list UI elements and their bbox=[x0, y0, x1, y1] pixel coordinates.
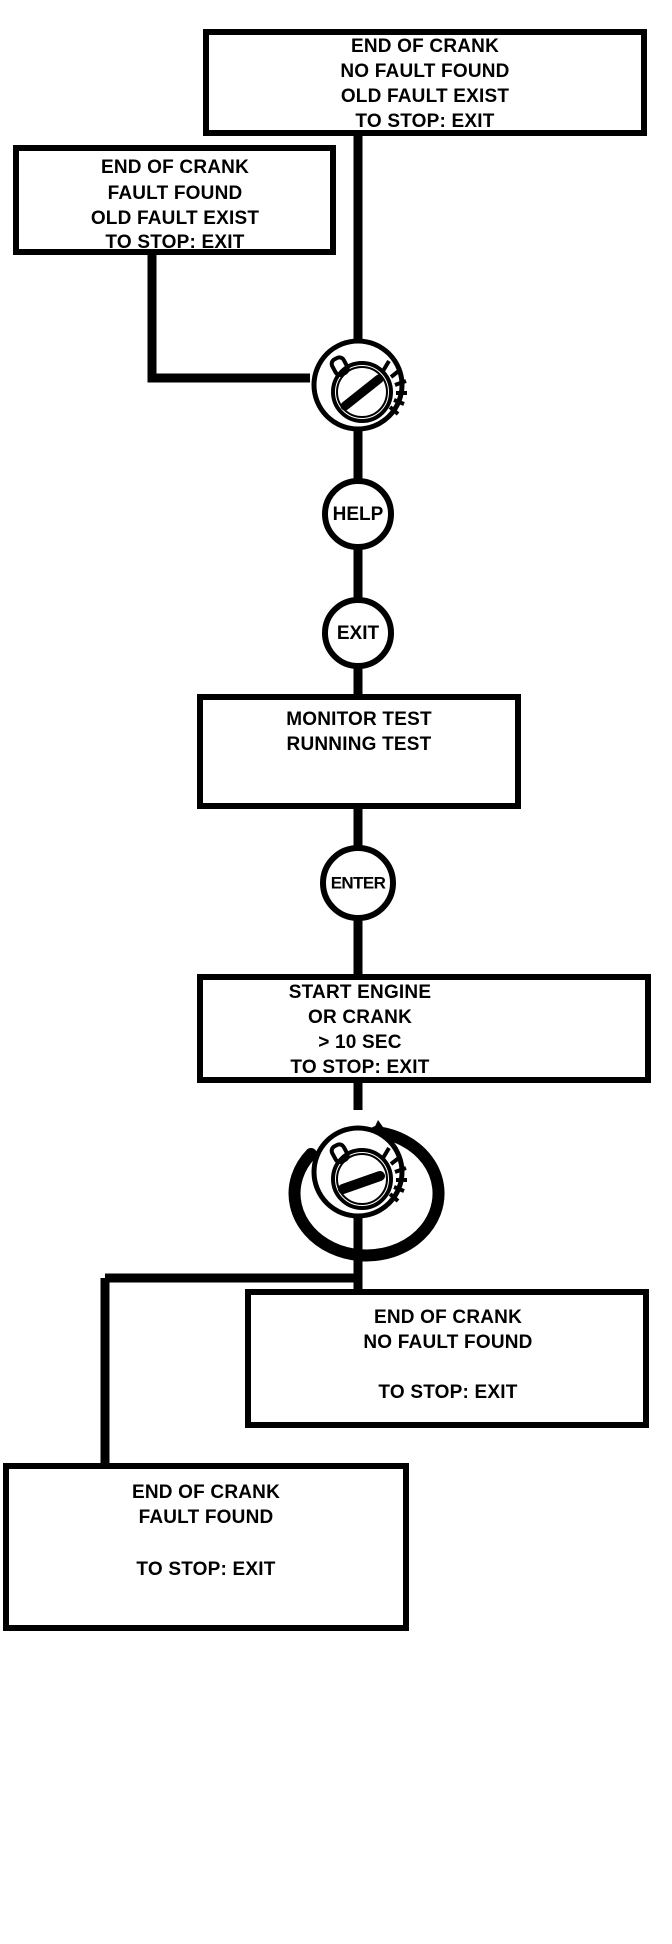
box4-line-3: > 10 SEC bbox=[318, 1032, 402, 1053]
help-key-circle bbox=[322, 478, 394, 550]
exit-key-circle bbox=[322, 597, 394, 669]
box1-line-1: END OF CRANK bbox=[351, 36, 499, 57]
box2-line-1: END OF CRANK bbox=[101, 157, 249, 178]
node-end-crank-fault[interactable]: END OF CRANK FAULT FOUND TO STOP: EXIT bbox=[3, 1463, 409, 1631]
enter-key-label: ENTER bbox=[331, 873, 386, 892]
ignition-switch-turn-clockwise-icon[interactable] bbox=[288, 1120, 445, 1262]
node-end-crank-fault-old-fault[interactable]: END OF CRANK FAULT FOUND OLD FAULT EXIST… bbox=[13, 145, 336, 255]
box1-line-2: NO FAULT FOUND bbox=[340, 61, 509, 82]
box2-line-4: TO STOP: EXIT bbox=[105, 232, 244, 253]
box4-line-4: TO STOP: EXIT bbox=[290, 1057, 429, 1078]
message-box-frame bbox=[197, 974, 651, 1083]
box3-line-1: MONITOR TEST bbox=[286, 709, 432, 730]
box2-line-3: OLD FAULT EXIST bbox=[91, 208, 260, 229]
enter-key-circle bbox=[320, 845, 396, 921]
message-box-frame bbox=[245, 1289, 649, 1428]
box6-line-2: FAULT FOUND bbox=[139, 1507, 274, 1528]
exit-key-label: EXIT bbox=[337, 623, 380, 644]
message-box-frame bbox=[203, 29, 647, 136]
connector-faultbox-to-switch bbox=[147, 252, 310, 383]
box5-line-3: TO STOP: EXIT bbox=[378, 1382, 517, 1403]
key-button-help[interactable]: HELP bbox=[322, 478, 394, 550]
message-box-frame bbox=[3, 1463, 409, 1631]
box4-line-2: OR CRANK bbox=[308, 1007, 412, 1028]
box5-line-1: END OF CRANK bbox=[374, 1307, 522, 1328]
node-monitor-test[interactable]: MONITOR TEST RUNNING TEST bbox=[197, 694, 521, 809]
node-end-crank-no-fault[interactable]: END OF CRANK NO FAULT FOUND TO STOP: EXI… bbox=[245, 1289, 649, 1428]
node-start-engine[interactable]: START ENGINE OR CRANK > 10 SEC TO STOP: … bbox=[197, 974, 651, 1083]
box4-line-1: START ENGINE bbox=[289, 982, 431, 1003]
box3-line-2: RUNNING TEST bbox=[287, 734, 432, 755]
message-box-frame bbox=[13, 145, 336, 255]
help-key-label: HELP bbox=[333, 504, 384, 525]
box2-line-2: FAULT FOUND bbox=[108, 183, 243, 204]
ignition-switch-icon[interactable] bbox=[311, 338, 407, 432]
box6-line-1: END OF CRANK bbox=[132, 1482, 280, 1503]
node-end-crank-no-fault-old-fault[interactable]: END OF CRANK NO FAULT FOUND OLD FAULT EX… bbox=[203, 29, 647, 136]
box6-line-3: TO STOP: EXIT bbox=[136, 1559, 275, 1580]
box5-line-2: NO FAULT FOUND bbox=[363, 1332, 532, 1353]
box1-line-4: TO STOP: EXIT bbox=[355, 111, 494, 132]
key-button-exit[interactable]: EXIT bbox=[322, 597, 394, 669]
message-box-frame bbox=[197, 694, 521, 809]
box1-line-3: OLD FAULT EXIST bbox=[341, 86, 510, 107]
key-button-enter[interactable]: ENTER bbox=[320, 845, 396, 921]
